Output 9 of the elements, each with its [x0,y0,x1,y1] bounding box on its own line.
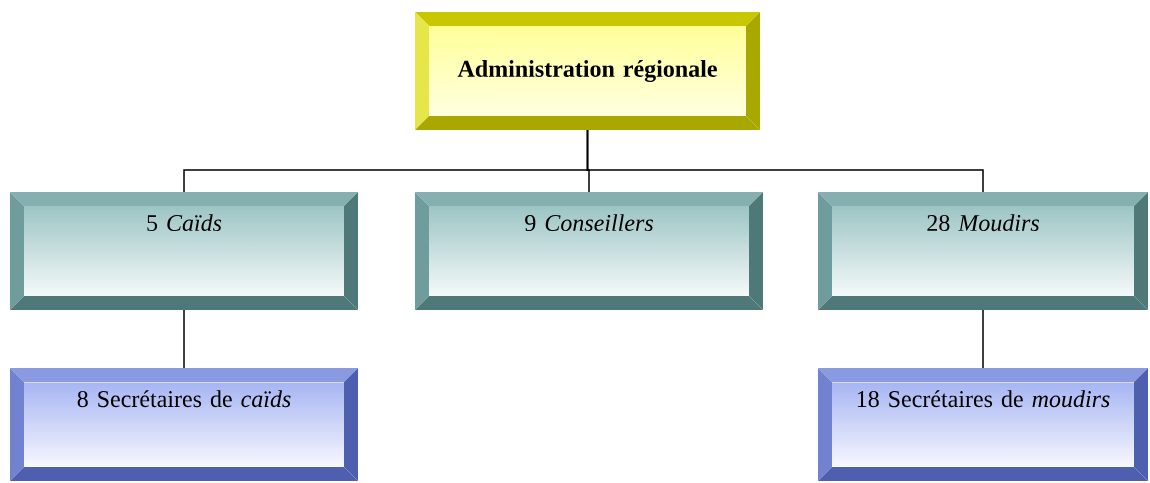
connector-line [586,129,984,193]
bevel-box: 18 Secrétaires de moudirs [818,368,1148,481]
bevel-box: 5 Caïds [10,192,358,310]
bevel-box: 28 Moudirs [818,192,1148,310]
connector-line [982,309,984,369]
bevel-box: Administration régionale [415,12,760,130]
bevel-box: 9 Conseillers [415,192,763,310]
bevel-box: 8 Secrétaires de caïds [10,368,358,481]
connector-line [183,309,185,369]
